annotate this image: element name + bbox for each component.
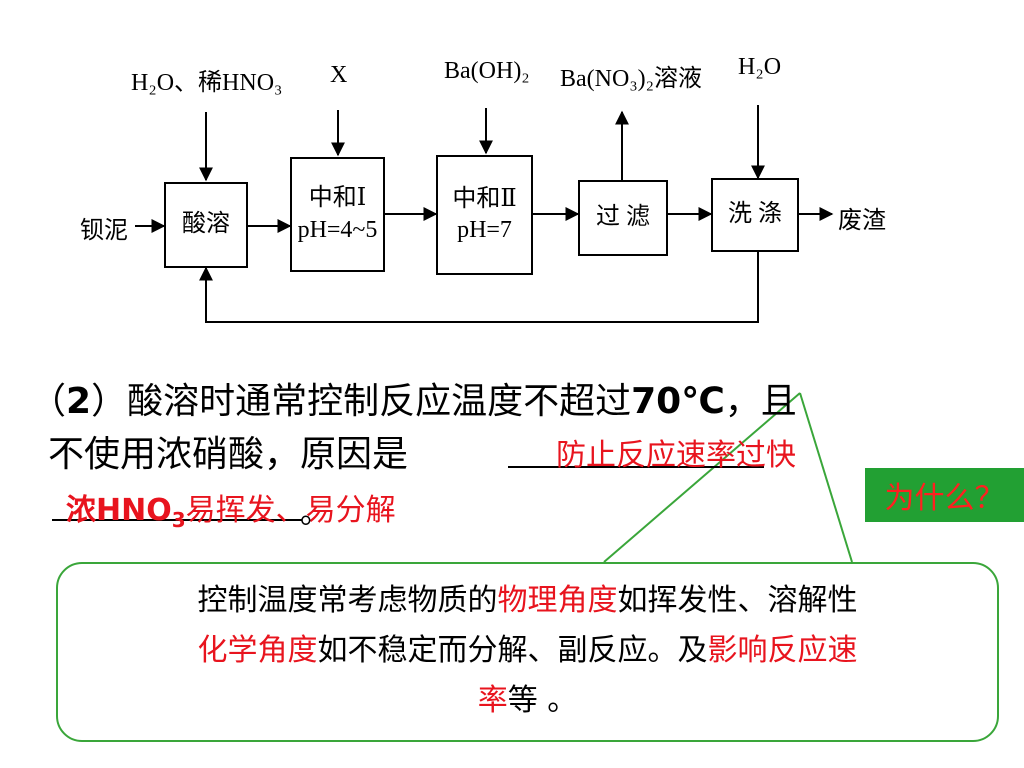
note-highlight: 物理角度: [497, 583, 618, 618]
step-neutral1-box: 中和Ⅰ pH=4~5: [290, 157, 385, 272]
callout-line-left: [603, 392, 801, 563]
note-text: 如挥发性、溶解性: [617, 583, 858, 618]
step-neutral2-box: 中和Ⅱ pH=7: [436, 155, 533, 275]
note-text: 如不稳定而分解、副反应。及: [317, 633, 708, 668]
note-line-1: 控制温度常考虑物质的物理角度如挥发性、溶解性: [58, 576, 997, 626]
answer-2: 浓HNO3易挥发、易分解: [66, 485, 396, 532]
answer-blank-1: [508, 466, 764, 468]
step-neutral1-ph: pH=4~5: [297, 216, 378, 243]
step-wash-label: 洗 涤: [728, 201, 782, 228]
note-line-2: 化学角度如不稳定而分解、副反应。及影响反应速: [58, 626, 997, 676]
question-period: 。: [300, 496, 330, 531]
note-highlight: 率: [477, 683, 508, 718]
answer-1: 防止反应速率过快: [556, 438, 796, 473]
answer-2-text: 易挥发、易分解: [185, 493, 396, 528]
question-line-2: 不使用浓硝酸，原因是: [48, 434, 409, 475]
answer-2-subscript: 3: [171, 508, 186, 532]
step-neutral2-ph: pH=7: [457, 217, 512, 243]
input-water-label: H₂O: [738, 54, 782, 80]
question-paren: （: [30, 381, 67, 422]
arrow-recycle: [199, 252, 759, 323]
answer-blank-2: [52, 519, 302, 521]
note-line-3: 率等 。: [58, 676, 997, 726]
input-acid-label: H₂O、稀HNO₃: [131, 70, 283, 96]
note-text: 等 。: [507, 683, 578, 718]
answer-2-formula: 浓HNO: [66, 493, 172, 528]
callout-line-right: [799, 392, 853, 563]
question-temperature: 70℃: [631, 381, 725, 422]
step-dissolve-label: 酸溶: [182, 211, 230, 238]
why-badge: 为什么？: [865, 468, 1024, 522]
question-number: 2: [66, 381, 92, 422]
step-neutral2-title: 中和Ⅱ: [452, 185, 517, 212]
end-label: 废渣: [838, 208, 886, 234]
step-neutral1-title: 中和Ⅰ: [308, 185, 367, 212]
question-line-1: （2）酸溶时通常控制反应温度不超过70℃，且: [30, 372, 797, 424]
step-filter-box: 过 滤: [578, 180, 668, 256]
input-baoh-label: Ba(OH)₂: [444, 58, 530, 84]
note-highlight: 影响反应速: [707, 633, 858, 668]
explanation-note-box: 控制温度常考虑物质的物理角度如挥发性、溶解性 化学角度如不稳定而分解、副反应。及…: [56, 562, 999, 742]
note-text: 控制温度常考虑物质的: [197, 583, 498, 618]
start-label: 钡泥: [80, 218, 128, 244]
step-dissolve-box: 酸溶: [164, 182, 248, 268]
step-filter-label: 过 滤: [596, 204, 650, 231]
question-text-1: ）酸溶时通常控制反应温度不超过: [91, 381, 632, 422]
question-text-1-end: ，且: [724, 381, 797, 422]
note-highlight: 化学角度: [197, 633, 318, 668]
step-wash-box: 洗 涤: [711, 178, 799, 252]
output-bano3-label: Ba(NO₃)₂溶液: [560, 66, 703, 92]
input-x-label: X: [330, 62, 348, 88]
